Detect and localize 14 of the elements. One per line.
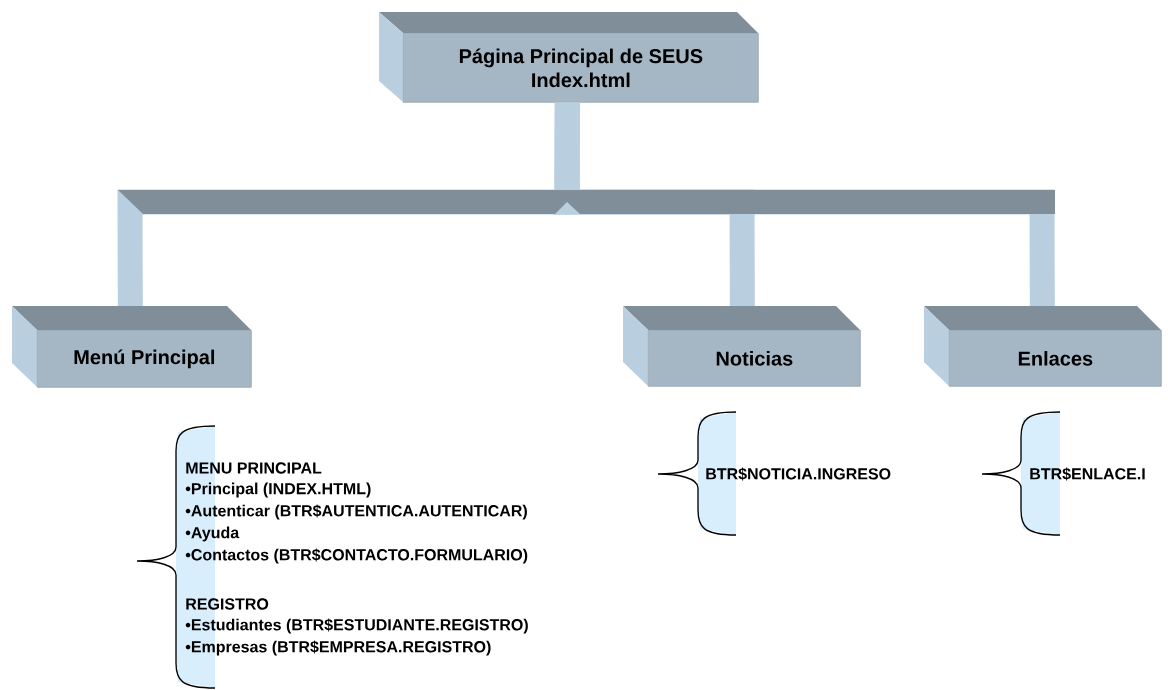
- list-text: •Autenticar (BTR$AUTENTICA.AUTENTICAR): [185, 504, 527, 520]
- list-text: MENU PRINCIPAL: [186, 462, 322, 474]
- list-text: •Ayuda: [185, 526, 240, 542]
- block-box: Menú Principal: [12, 306, 252, 388]
- list-text: REGISTRO: [186, 598, 269, 610]
- list-text: •Empresas (BTR$EMPRESA.REGISTRO): [185, 640, 491, 656]
- list-text: •Contactos (BTR$CONTACTO.FORMULARIO): [185, 548, 528, 564]
- list-text: •Estudiantes (BTR$ESTUDIANTE.REGISTRO): [185, 618, 528, 634]
- list-text: BTR$NOTICIA.INGRESO: [706, 467, 891, 481]
- block-box: Noticias: [623, 306, 861, 387]
- block-box: Página Principal de SEUS Index.html: [379, 12, 759, 103]
- list-text: BTR$ENLACE.I: [1030, 467, 1145, 481]
- block-box: Enlaces: [924, 306, 1162, 387]
- list-text: •Principal (INDEX.HTML): [185, 482, 371, 498]
